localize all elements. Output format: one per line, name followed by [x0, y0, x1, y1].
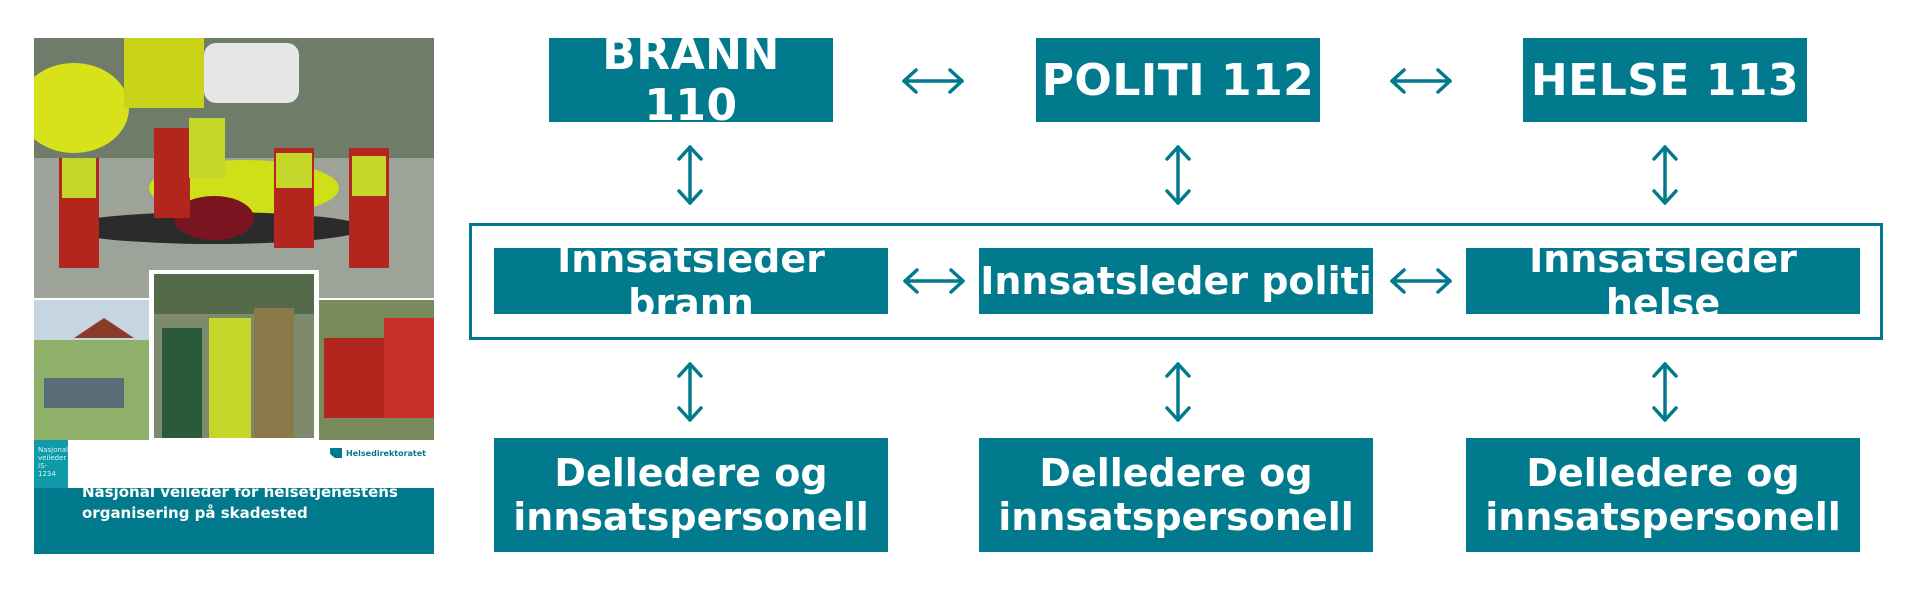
cover-title-band	[34, 488, 434, 554]
up-down-arrow-icon	[1650, 143, 1680, 207]
innsatsleder-brann-box: Innsatsleder brann	[494, 237, 888, 325]
incident-command-frame	[469, 223, 1883, 340]
helse-box: HELSE 113	[1523, 38, 1807, 122]
delledere-brann-box: Delledere og innsatspersonell	[494, 438, 888, 552]
up-down-arrow-icon	[1163, 360, 1193, 424]
publisher-logo-icon	[330, 448, 343, 458]
innsatsleder-helse-box: Innsatsleder helse	[1466, 237, 1860, 325]
left-right-arrow-icon	[1388, 66, 1454, 96]
innsatsleder-politi-box: Innsatsleder politi	[979, 248, 1373, 314]
left-right-arrow-icon	[1388, 266, 1454, 296]
up-down-arrow-icon	[675, 360, 705, 424]
brann-box: BRANN 110	[549, 29, 833, 131]
publisher-logo: Helsedirektoratet	[330, 448, 426, 458]
up-down-arrow-icon	[675, 143, 705, 207]
rescue-scene-photo	[34, 38, 434, 440]
left-right-arrow-icon	[900, 66, 966, 96]
left-right-arrow-icon	[901, 266, 967, 296]
politi-box: POLITI 112	[1036, 38, 1320, 122]
publisher-name: Helsedirektoratet	[346, 448, 426, 458]
delledere-politi-box: Delledere og innsatspersonell	[979, 438, 1373, 552]
report-cover: Helsedirektoratet Nasjonal veileder IS-1…	[34, 38, 434, 554]
up-down-arrow-icon	[1163, 143, 1193, 207]
up-down-arrow-icon	[1650, 360, 1680, 424]
cover-title: Nasjonal veileder for helsetjenestens or…	[82, 483, 398, 522]
delledere-helse-box: Delledere og innsatspersonell	[1466, 438, 1860, 552]
cover-stripe-text: Nasjonal veileder IS-1234	[38, 446, 69, 478]
